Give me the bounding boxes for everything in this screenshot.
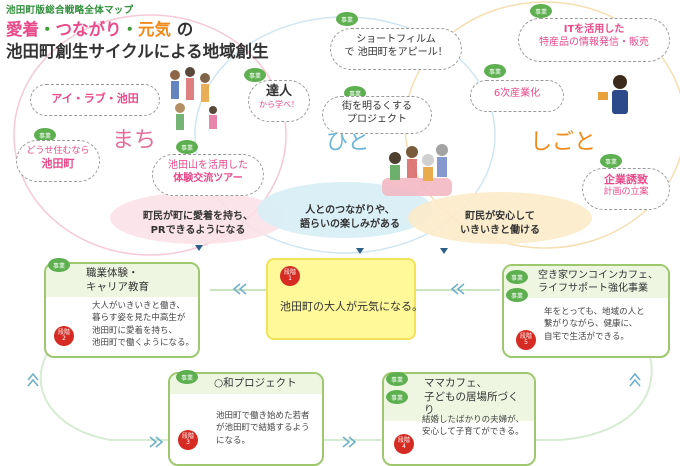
- goal-machi: 町民が町に愛着を持ち、PRできるようになる: [143, 211, 253, 236]
- card-akiya-cafe: 空き家ワンコインカフェ、ライフサポート強化事業 年をとっても、地域の人と繋がりな…: [502, 264, 670, 358]
- ring-label-hito: ひと: [326, 130, 370, 155]
- card-career-education: 職業体験・キャリア教育 大人がいきいきと働き、暮らす姿を見た中高生が池田町に愛着…: [44, 262, 200, 358]
- goal-shigoto: 町民が安心していきいきと働ける: [460, 211, 540, 236]
- guide-illustration-shigoto: [598, 75, 628, 114]
- card-body: 池田町で働き始めた若者が池田町で結婚するようになる。: [216, 411, 310, 446]
- goal-hito: 人とのつながりや、語らいの楽しみがある: [300, 205, 400, 230]
- project-badge: 事業: [484, 64, 506, 78]
- project-badge: 事業: [530, 4, 552, 18]
- card-mama-cafe: ママカフェ、子どもの居場所づくり 結婚したばかりの夫婦が、安心して子育てができる…: [382, 372, 536, 466]
- people-illustration-machi: [170, 67, 217, 130]
- project-badge: 事業: [48, 258, 70, 272]
- project-badge: 事業: [244, 68, 266, 82]
- project-badge: 事業: [386, 390, 408, 404]
- cloud-dousesumu: どうせ住むなら 池田町: [16, 140, 100, 182]
- ring-label-machi: まち: [112, 128, 157, 153]
- project-badge: 事業: [176, 370, 198, 384]
- cloud-tatsujin: 達人 から学べ！: [248, 80, 310, 122]
- cloud-machi-akaruku: 街を明るくする プロジェクト: [322, 96, 432, 134]
- cloud-it-hanbai: ITを活用した 特産品の情報発信・販売: [518, 18, 670, 62]
- page-title-line1: 愛着・つながり・元気 の: [6, 20, 194, 39]
- project-badge: 事業: [506, 270, 528, 284]
- card-body: 大人がいきいきと働き、暮らす姿を見た中高生が池田町に愛着を持ち、池田町で働くよう…: [92, 301, 195, 348]
- cloud-short-film: ショートフィルム で 池田町をアピール！: [330, 28, 462, 70]
- cloud-rokuji: 6次産業化: [470, 80, 564, 112]
- project-badge: 事業: [176, 140, 198, 154]
- family-illustration-hito: [382, 144, 452, 196]
- cloud-i-love-ikeda: アイ・ラブ・池田: [30, 84, 160, 116]
- card-title: ママカフェ、子どもの居場所づくり: [384, 374, 534, 421]
- card-title: ○和プロジェクト: [170, 374, 322, 394]
- center-goal-text: 池田町の大人が元気になる。: [280, 300, 423, 313]
- project-badge: 事業: [506, 288, 528, 302]
- project-badge: 事業: [386, 372, 408, 386]
- cloud-kigyo-yuchi: 企業誘致 計画の立案: [582, 168, 670, 210]
- page-title-line2: 池田町創生サイクルによる地域創生: [6, 42, 269, 61]
- card-body: 結婚したばかりの夫婦が、安心して子育てができる。: [422, 415, 525, 438]
- card-title: 職業体験・キャリア教育: [46, 264, 198, 298]
- project-badge: 事業: [336, 12, 358, 26]
- map-subtitle: 池田町版総合戦略全体マップ: [6, 5, 134, 16]
- project-badge: 事業: [600, 154, 622, 168]
- project-badge: 事業: [34, 128, 56, 142]
- card-title: 空き家ワンコインカフェ、ライフサポート強化事業: [504, 266, 668, 298]
- card-body: 年をとっても、地域の人と繋がりながら、健康に、自宅で生活ができる。: [544, 307, 645, 342]
- cloud-taiken-tour: 池田山を活用した 体験交流ツアー: [152, 154, 264, 196]
- flow-arrows: [27, 283, 641, 448]
- ring-label-shigoto: しごと: [530, 130, 597, 155]
